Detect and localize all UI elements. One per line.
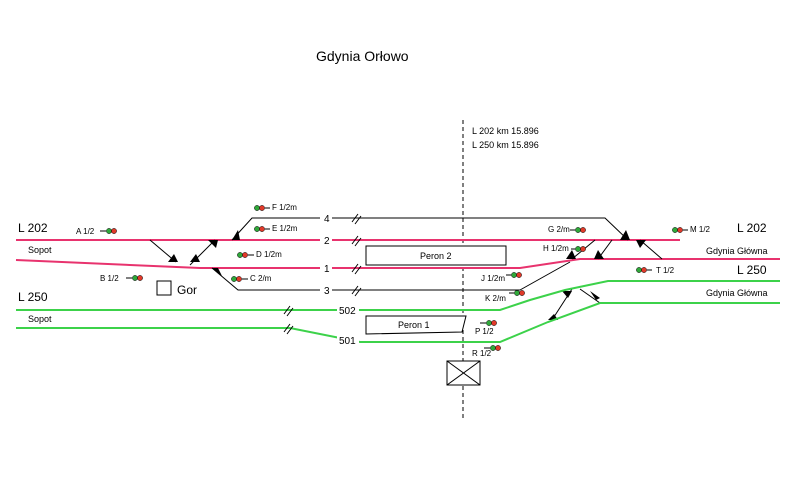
- signal-lamp-icon: [259, 226, 265, 232]
- signal-H-label: H 1/2m: [543, 244, 569, 253]
- signal-lamp-icon: [254, 205, 260, 211]
- station-building-cross-b: [446, 360, 481, 386]
- signal-M-label: M 1/2: [690, 225, 711, 234]
- signal-R: R 1/2: [472, 345, 501, 358]
- direction-gdynia-upper: Gdynia Główna: [706, 246, 768, 256]
- signal-E: E 1/2m: [254, 224, 298, 233]
- signal-C: C 2/m: [231, 274, 272, 283]
- signal-lamp-icon: [514, 290, 520, 296]
- signal-F-label: F 1/2m: [272, 203, 297, 212]
- crossover-250-b: [579, 288, 601, 304]
- signal-E-label: E 1/2m: [272, 224, 298, 233]
- signal-lamp-icon: [511, 272, 517, 278]
- direction-gdynia-lower: Gdynia Główna: [706, 288, 768, 298]
- direction-sopot-upper: Sopot: [28, 245, 52, 255]
- signal-G-label: G 2/m: [548, 225, 570, 234]
- km-l202: L 202 km 15.896: [472, 126, 539, 136]
- platform-2-label: Peron 2: [420, 251, 452, 261]
- track-number-501: 501: [339, 336, 356, 347]
- signal-P: P 1/2: [475, 320, 497, 336]
- signal-lamp-icon: [677, 227, 683, 233]
- signal-lamp-icon: [575, 227, 581, 233]
- km-l250: L 250 km 15.896: [472, 140, 539, 150]
- signal-B-label: B 1/2: [100, 274, 119, 283]
- signal-J: J 1/2m: [481, 272, 522, 283]
- signal-F: F 1/2m: [254, 203, 297, 212]
- track-number-2: 2: [324, 236, 330, 247]
- track-number-labels: 4 2 1 3 502 501: [320, 212, 359, 347]
- signal-lamp-icon: [106, 228, 112, 234]
- track-502-l250: [16, 280, 780, 311]
- line-l202-left: L 202: [18, 221, 48, 235]
- platform-2: [365, 245, 507, 266]
- signal-B: B 1/2: [100, 274, 143, 283]
- track-number-1: 1: [324, 264, 330, 275]
- line-l202-right: L 202: [737, 221, 767, 235]
- signal-C-label: C 2/m: [250, 274, 272, 283]
- signal-lamp-icon: [636, 267, 642, 273]
- signal-D-label: D 1/2m: [256, 250, 282, 259]
- line-l250-right: L 250: [737, 263, 767, 277]
- signal-K-label: K 2/m: [485, 294, 506, 303]
- signal-lamp-icon: [641, 267, 647, 273]
- signal-lamp-icon: [575, 246, 581, 252]
- switch-markers: [168, 230, 646, 320]
- signal-R-label: R 1/2: [472, 349, 492, 358]
- track-number-3: 3: [324, 286, 330, 297]
- platform-1-label: Peron 1: [398, 320, 430, 330]
- signal-J-label: J 1/2m: [481, 274, 505, 283]
- signal-lamp-icon: [237, 252, 243, 258]
- signal-lamp-icon: [491, 320, 497, 326]
- signal-lamp-icon: [580, 227, 586, 233]
- signal-lamp-icon: [132, 275, 138, 281]
- signal-box: [156, 280, 172, 296]
- direction-sopot-lower: Sopot: [28, 314, 52, 324]
- signal-T-label: T 1/2: [656, 266, 675, 275]
- crossover-right-b: [639, 239, 663, 260]
- signal-K: K 2/m: [485, 290, 525, 303]
- track-1-l202: [15, 258, 780, 269]
- signal-lamp-icon: [516, 272, 522, 278]
- signal-lamp-icon: [580, 246, 586, 252]
- signal-lamp-icon: [519, 290, 525, 296]
- signal-M: M 1/2: [672, 225, 711, 234]
- insulated-joints: [283, 213, 362, 335]
- track-j-link: [519, 261, 571, 291]
- signal-G: G 2/m: [548, 225, 586, 234]
- signal-lamp-icon: [111, 228, 117, 234]
- signal-lamp-icon: [137, 275, 143, 281]
- track-number-502: 502: [339, 306, 356, 317]
- line-l250-left: L 250: [18, 290, 48, 304]
- platform-1: [365, 315, 467, 335]
- signal-D: D 1/2m: [237, 250, 282, 259]
- station-title: Gdynia Orłowo: [316, 48, 409, 64]
- signal-lamp-icon: [236, 276, 242, 282]
- signal-lamp-icon: [672, 227, 678, 233]
- signal-A-label: A 1/2: [76, 227, 95, 236]
- signal-lamp-icon: [495, 345, 501, 351]
- signal-lamp-icon: [254, 226, 260, 232]
- signal-box-label: Gor: [177, 283, 197, 297]
- signal-lamp-icon: [486, 320, 492, 326]
- track-3: [211, 267, 520, 291]
- signal-T: T 1/2: [636, 266, 675, 275]
- signal-lamp-icon: [242, 252, 248, 258]
- signal-H: H 1/2m: [543, 244, 586, 253]
- signal-lamp-icon: [231, 276, 237, 282]
- track-501-l250: [16, 302, 780, 343]
- track-4: [231, 217, 629, 241]
- signal-A: A 1/2: [76, 227, 117, 236]
- track-number-4: 4: [324, 214, 330, 225]
- signal-P-label: P 1/2: [475, 327, 494, 336]
- signal-lamp-icon: [259, 205, 265, 211]
- signal-lamp-icon: [490, 345, 496, 351]
